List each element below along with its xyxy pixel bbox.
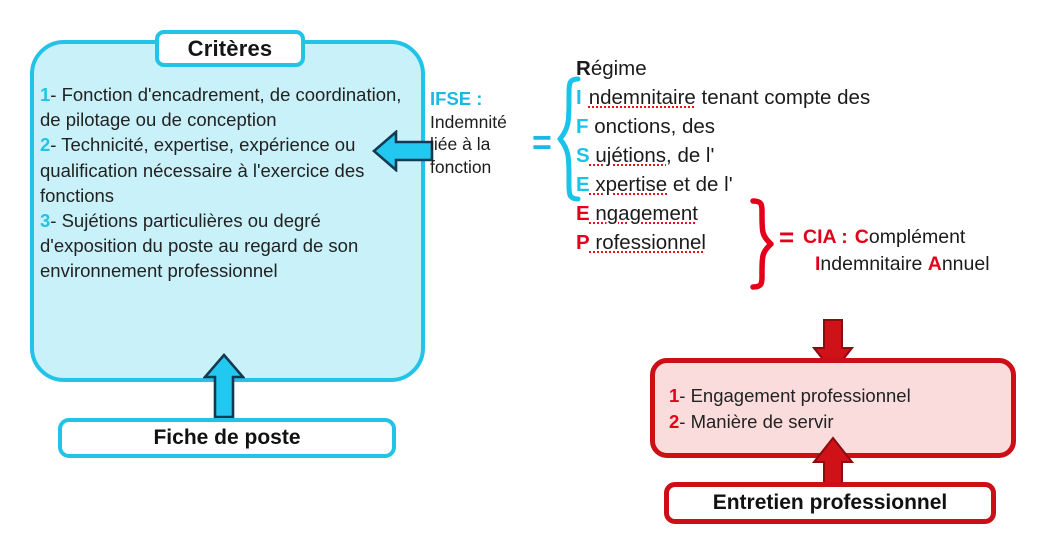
equals-sign-red: = xyxy=(779,222,795,252)
acronym-letter-i: I xyxy=(576,86,582,109)
entretien-professionnel-box: Entretien professionnel xyxy=(664,482,996,524)
brace-right-icon-red xyxy=(750,198,774,290)
ifse-caption: IFSE : Indemnité liée à la fonction xyxy=(430,88,526,178)
acronym-letter-f: F xyxy=(576,115,589,138)
criteria-item-2-number: 2 xyxy=(40,134,51,156)
cia-letter-c: C xyxy=(854,226,869,248)
cia-item-1-number: 1 xyxy=(669,385,680,406)
cia-criteria-list: 1- Engagement professionnel 2- Manière d… xyxy=(669,383,1009,434)
ifse-caption-line1: Indemnité xyxy=(430,111,507,132)
entretien-professionnel-label: Entretien professionnel xyxy=(712,491,948,514)
cia-word-complement: omplément xyxy=(868,226,966,248)
acronym-row-e1: E xpertise et de l' xyxy=(576,170,1006,199)
acronym-letter-r: R xyxy=(576,57,591,80)
equals-sign-cyan: = xyxy=(532,124,552,162)
criteria-item-3-number: 3 xyxy=(40,210,51,232)
cia-item-2-text: - Manière de servir xyxy=(679,410,834,432)
cia-item-2: 2- Manière de servir xyxy=(669,409,1009,435)
acronym-misspelled-e1: xpertise xyxy=(589,173,668,196)
arrow-up-icon-cyan xyxy=(203,353,245,419)
criteria-item-1-text: - Fonction d'encadrement, de coordinatio… xyxy=(40,84,402,131)
acronym-letter-e1: E xyxy=(576,173,590,196)
acronym-rest-e1: et de l' xyxy=(667,173,733,196)
criteria-item-2: 2- Technicité, expertise, expérience ou … xyxy=(40,132,418,208)
fiche-de-poste-box: Fiche de poste xyxy=(58,418,396,458)
cia-item-2-number: 2 xyxy=(669,410,680,432)
ifse-caption-line2: liée à la xyxy=(430,134,491,154)
acronym-misspelled-i: ndemnitaire xyxy=(588,86,696,109)
cia-item-1-text: - Engagement professionnel xyxy=(679,385,911,406)
acronym-misspelled-s: ujétions xyxy=(589,144,667,167)
cia-letter-i: I xyxy=(815,253,821,275)
criteria-item-1-number: 1 xyxy=(40,84,51,105)
criteria-title-label: Critères xyxy=(187,35,273,61)
criteria-item-3-text: - Sujétions particulières ou degré d'exp… xyxy=(40,210,359,282)
acronym-rest-f: onctions, des xyxy=(588,115,716,138)
arrow-left-icon-cyan xyxy=(372,130,434,172)
cia-abbr: CIA : xyxy=(803,226,848,248)
acronym-row-f: F onctions, des xyxy=(576,112,1006,141)
acronym-rest-r: égime xyxy=(590,57,647,80)
criteria-list: 1- Fonction d'encadrement, de coordinati… xyxy=(40,82,418,284)
cia-legend-line2: Indemnitaire Annuel xyxy=(803,251,1033,278)
criteria-card xyxy=(30,40,425,382)
acronym-rest-i: tenant compte des xyxy=(695,86,871,109)
acronym-row-e2: E ngagement xyxy=(576,199,1006,228)
criteria-item-1: 1- Fonction d'encadrement, de coordinati… xyxy=(40,82,418,132)
acronym-letter-p: P xyxy=(576,231,590,254)
cia-letter-a: A xyxy=(927,253,942,275)
ifse-caption-head: IFSE : xyxy=(430,88,483,109)
acronym-row-p: P rofessionnel xyxy=(576,228,1006,257)
ifse-caption-line3: fonction xyxy=(430,156,492,177)
acronym-misspelled-p: rofessionnel xyxy=(589,231,706,254)
criteria-item-2-text: - Technicité, expertise, expérience ou q… xyxy=(40,134,365,206)
acronym-letter-s: S xyxy=(576,144,590,167)
fiche-de-poste-label: Fiche de poste xyxy=(153,426,301,449)
cia-word-annuel: nnuel xyxy=(941,253,990,275)
brace-left-icon-cyan xyxy=(557,76,581,202)
criteria-card-title: Critères xyxy=(155,30,305,67)
cia-word-indemnitaire: ndemnitaire xyxy=(820,253,928,275)
criteria-item-3: 3- Sujétions particulières ou degré d'ex… xyxy=(40,208,418,284)
acronym-rest-s: , de l' xyxy=(666,144,715,167)
acronym-letter-e2: E xyxy=(576,202,590,225)
cia-item-1: 1- Engagement professionnel xyxy=(669,383,1009,409)
acronym-row-s: S ujétions, de l' xyxy=(576,141,1006,170)
cia-legend: CIA : Complément Indemnitaire Annuel xyxy=(803,224,1033,278)
acronym-row-r: Régime xyxy=(576,54,1006,83)
acronym-misspelled-e2: ngagement xyxy=(589,202,698,225)
cia-legend-line1: CIA : Complément xyxy=(803,224,1033,251)
